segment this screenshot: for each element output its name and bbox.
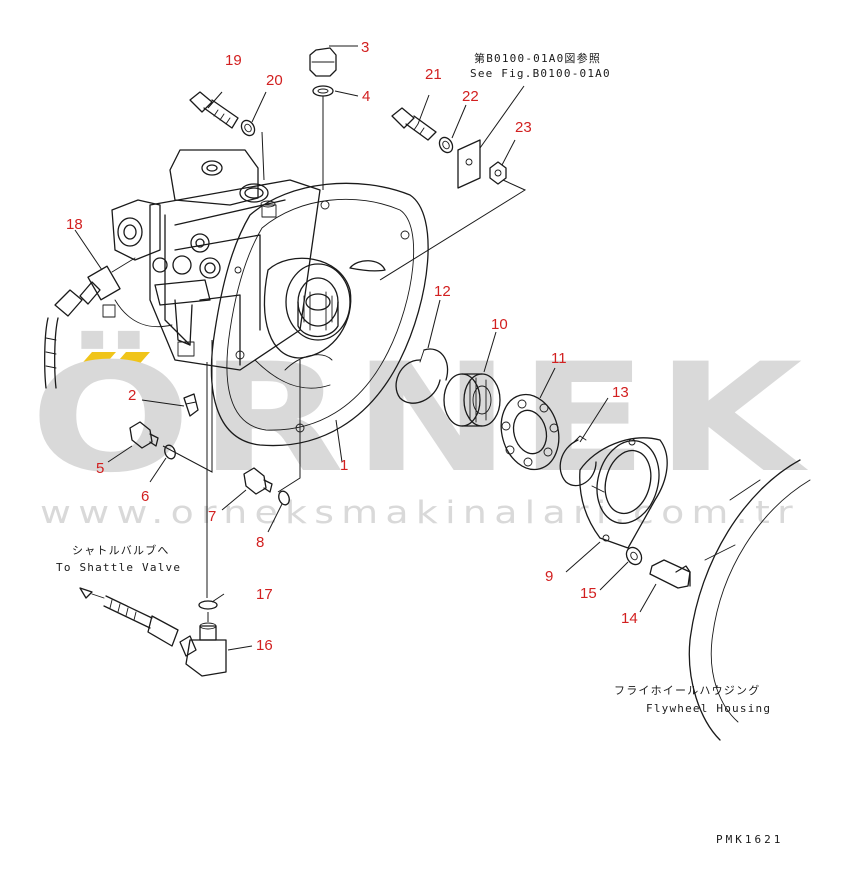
callout-23: 23 [515, 119, 532, 136]
washer-15 [625, 546, 643, 566]
callout-10: 10 [491, 316, 508, 333]
callout-22: 22 [462, 88, 479, 105]
hydraulic-pump-body [111, 149, 429, 447]
adapter-housing-9 [579, 437, 668, 549]
watermark: ÖRNEK www.orneksmakinalari.com.tr [30, 330, 810, 531]
snap-ring-12 [395, 348, 449, 404]
callout-3: 3 [361, 39, 369, 56]
pressure-sensor-assembly [44, 257, 173, 389]
callout-16: 16 [256, 637, 273, 654]
watermark-accent-left [78, 352, 116, 368]
watermark-accent-right [112, 352, 150, 368]
callout-8: 8 [256, 534, 264, 551]
bearing-11 [500, 393, 560, 471]
shuttle-note-en: To Shattle Valve [56, 561, 181, 574]
nut-23 [489, 161, 507, 185]
washer-22 [438, 136, 454, 154]
o-ring-4 [312, 85, 334, 97]
snap-ring-13 [559, 435, 597, 487]
elbow-16 [179, 622, 227, 677]
shuttle-hose [79, 587, 179, 647]
flywheel-note-en: Flywheel Housing [646, 702, 771, 715]
callout-17: 17 [256, 586, 273, 603]
watermark-url: www.orneksmakinalari.com.tr [40, 495, 800, 531]
callout-12: 12 [434, 283, 451, 300]
callout-13: 13 [612, 384, 629, 401]
callout-2: 2 [128, 387, 136, 404]
callout-20: 20 [266, 72, 283, 89]
callout-4: 4 [362, 88, 370, 105]
callout-11: 11 [551, 350, 567, 367]
flywheel-housing [688, 459, 811, 741]
drawing-code: PMK1621 [716, 833, 783, 846]
bolt-14 [649, 559, 691, 589]
callout-18: 18 [66, 216, 83, 233]
plug-5 [129, 421, 159, 449]
callout-21: 21 [425, 66, 442, 83]
callout-19: 19 [225, 52, 242, 69]
callout-5: 5 [96, 460, 104, 477]
callout-14: 14 [621, 610, 638, 627]
annotations: 第B0100-01A0図参照 See Fig.B0100-01A0 シャトルバル… [56, 51, 783, 846]
flywheel-note-jp: フライホイールハウジング [614, 683, 760, 697]
leader-lines [74, 45, 657, 651]
plug-7 [243, 467, 273, 495]
plug-2 [183, 393, 199, 417]
o-ring-6 [164, 444, 176, 460]
bolt-19 [189, 91, 239, 129]
coupling-10 [443, 373, 501, 427]
callout-9: 9 [545, 568, 553, 585]
callout-numbers: 1 2 3 4 5 6 7 8 9 10 11 12 13 14 15 16 1… [66, 39, 638, 654]
watermark-brand: ÖRNEK [30, 330, 810, 506]
shuttle-note-jp: シャトルバルブへ [72, 543, 170, 557]
callout-6: 6 [141, 488, 149, 505]
plug-3 [309, 47, 337, 77]
see-fig-note-en: See Fig.B0100-01A0 [470, 67, 611, 80]
o-ring-8 [278, 490, 290, 506]
bracket [457, 139, 481, 189]
bolt-21 [391, 107, 437, 141]
see-fig-note-jp: 第B0100-01A0図参照 [474, 51, 601, 65]
washer-20 [240, 119, 256, 137]
callout-1: 1 [340, 457, 348, 474]
o-ring-17 [198, 600, 218, 610]
callout-15: 15 [580, 585, 597, 602]
callout-7: 7 [208, 508, 216, 525]
